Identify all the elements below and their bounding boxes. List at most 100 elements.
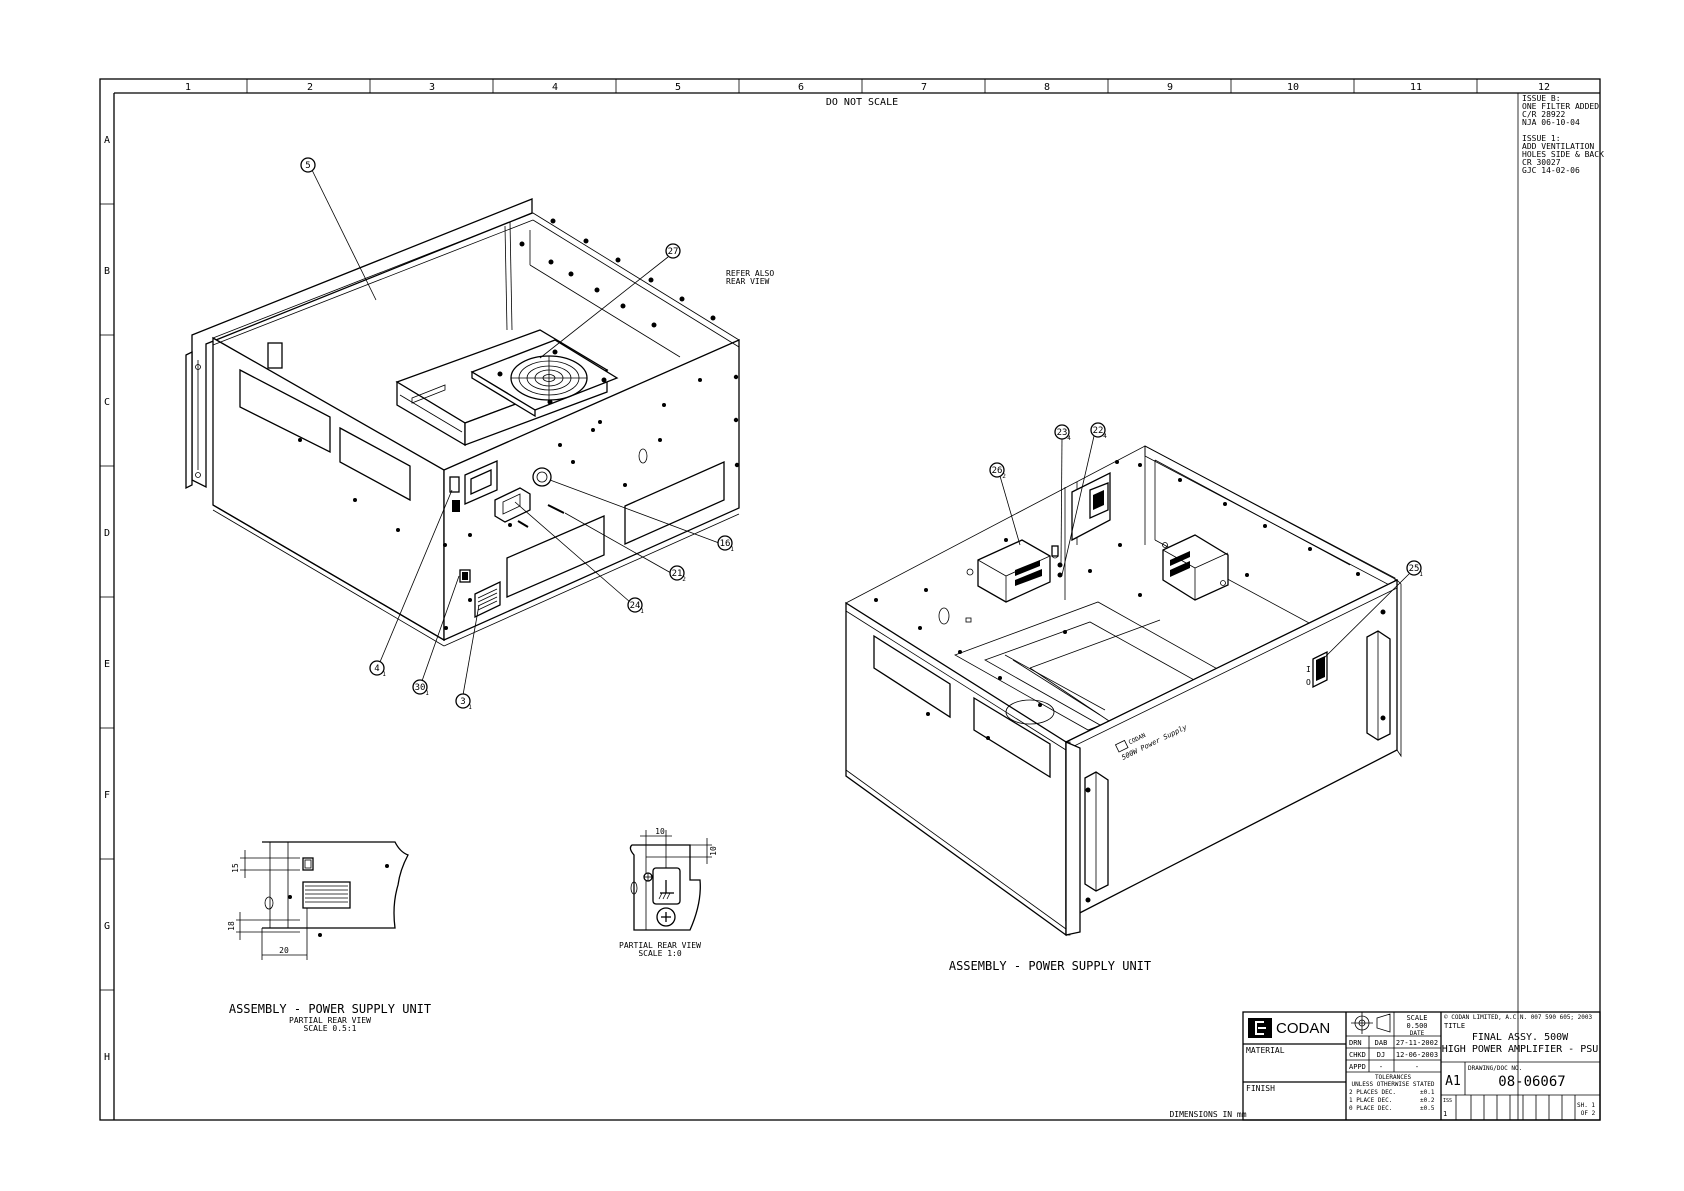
front-isometric-view: I O CODAN 500W Power Supply [845,445,1402,937]
note-line: REAR VIEW [726,277,770,286]
front-view-callouts: 26 2 23 4 22 4 25 1 [989,422,1423,661]
appd-by: - [1379,1063,1383,1071]
drawing-title-line1: FINAL ASSY. 500W [1472,1032,1569,1043]
partial-mid-caption: PARTIAL REAR VIEW SCALE 1:0 [619,941,701,958]
revision-line: C/R 28922 [1522,110,1566,119]
switch-mark: I [1306,665,1311,674]
balloon-5: 5 [305,161,310,171]
date-label: DATE [1410,1030,1425,1037]
partial-left-caption: ASSEMBLY - POWER SUPPLY UNIT PARTIAL REA… [229,1002,431,1033]
column-label: 5 [675,82,681,93]
balloon-16: 16 [720,539,731,549]
doc-number: 08-06067 [1498,1074,1565,1090]
revision-line: NJA 06-10-04 [1522,118,1580,127]
qty-23: 4 [1067,435,1071,442]
copyright-note: © CODAN LIMITED, A.C.N. 007 590 605; 200… [1444,1014,1592,1021]
do-not-scale-note: DO NOT SCALE [826,97,898,108]
revision-line: ISSUE 1: [1522,134,1561,143]
qty-3: 1 [468,704,472,711]
dim-10b: 10 [709,846,718,856]
dim-15: 15 [231,863,240,873]
qty-16: 1 [730,546,734,553]
tolerances-note: UNLESS OTHERWISE STATED [1351,1081,1434,1088]
column-label: 8 [1044,82,1050,93]
refer-rear-view-note: REFER ALSO REAR VIEW [726,269,774,286]
issue-value: 1 [1443,1110,1447,1118]
chkd-by: DJ [1377,1051,1385,1059]
scale-value: 0.500 [1406,1022,1427,1030]
tolerance-row: 0 PLACE DEC. [1349,1105,1392,1112]
tolerance-row: 1 PLACE DEC. [1349,1097,1392,1104]
revision-notes: ISSUE B: ONE FILTER ADDED C/R 28922 NJA … [1522,94,1604,175]
column-label: 11 [1410,82,1422,93]
qty-24: 1 [640,608,644,615]
balloon-23: 23 [1057,428,1068,438]
column-label: 6 [798,82,804,93]
sheet-count: OF 2 [1581,1110,1596,1117]
tolerance-row: 2 PLACES DEC. [1349,1089,1396,1096]
assembly-caption: ASSEMBLY - POWER SUPPLY UNIT [949,959,1151,973]
caption-line: PARTIAL REAR VIEW [289,1016,371,1025]
row-label: D [104,528,110,539]
column-label: 2 [307,82,313,93]
drn-date: 27-11-2002 [1396,1039,1438,1047]
row-label: A [104,135,110,146]
balloon-4: 4 [374,664,379,674]
finish-label: FINISH [1246,1084,1275,1093]
revision-line: GJC 14-02-06 [1522,166,1580,175]
column-label: 9 [1167,82,1173,93]
rear-view-callouts: 5 27 16 1 21 2 24 1 4 1 30 1 3 1 [300,157,734,711]
note-line: REFER ALSO [726,269,774,278]
material-label: MATERIAL [1246,1046,1285,1055]
caption-line: SCALE 0.5:1 [304,1024,357,1033]
scale-label: SCALE [1406,1014,1427,1022]
balloon-22: 22 [1093,426,1104,436]
caption-line: SCALE 1:0 [638,949,682,958]
drawing-title-line2: HIGH POWER AMPLIFIER - PSU [1442,1044,1599,1055]
qty-4: 1 [382,671,386,678]
balloon-25: 25 [1409,564,1420,574]
revision-line: ISSUE B: [1522,94,1561,103]
row-label: H [104,1052,110,1063]
qty-30: 1 [425,690,429,697]
column-labels: 1 2 3 4 5 6 7 8 9 10 11 12 [185,82,1550,93]
dimensions-note: DIMENSIONS IN mm [1169,1110,1246,1119]
caption-line: ASSEMBLY - POWER SUPPLY UNIT [229,1002,431,1016]
row-label: E [104,659,110,670]
title-label: TITLE [1444,1022,1465,1030]
tolerance-value: ±0.2 [1420,1097,1435,1104]
appd-date: - [1415,1063,1419,1071]
dim-18: 18 [227,921,236,931]
qty-22: 4 [1103,433,1107,440]
sheet-number: SH. 1 [1577,1102,1595,1109]
projection-symbol-icon [1351,1012,1391,1034]
dim-10a: 10 [655,827,665,836]
tolerance-value: ±0.1 [1420,1089,1435,1096]
revision-line: ADD VENTILATION [1522,142,1594,151]
drn-by: DAB [1375,1039,1388,1047]
dim-20: 20 [279,946,289,955]
rear-isometric-view [185,198,740,647]
sheet-size: A1 [1445,1074,1461,1089]
doc-number-label: DRAWING/DOC NO. [1468,1065,1522,1072]
codan-logo-text: CODAN [1276,1020,1330,1037]
column-label: 10 [1287,82,1299,93]
qty-25: 1 [1419,571,1423,578]
balloon-30: 30 [415,683,426,693]
revision-line: ONE FILTER ADDED [1522,102,1599,111]
qty-26: 2 [1002,473,1006,480]
column-label: 4 [552,82,558,93]
partial-rear-view-mid: 10 10 [629,827,718,931]
tolerance-value: ±0.5 [1420,1105,1435,1112]
tolerances-label: TOLERANCES [1375,1074,1412,1081]
balloon-26: 26 [992,466,1003,476]
column-label: 12 [1538,82,1550,93]
caption-line: PARTIAL REAR VIEW [619,941,701,950]
appd-label: APPD [1349,1063,1366,1071]
row-label: G [104,921,110,932]
column-label: 3 [429,82,435,93]
drn-label: DRN [1349,1039,1362,1047]
row-label: B [104,266,110,277]
balloon-24: 24 [630,601,641,611]
